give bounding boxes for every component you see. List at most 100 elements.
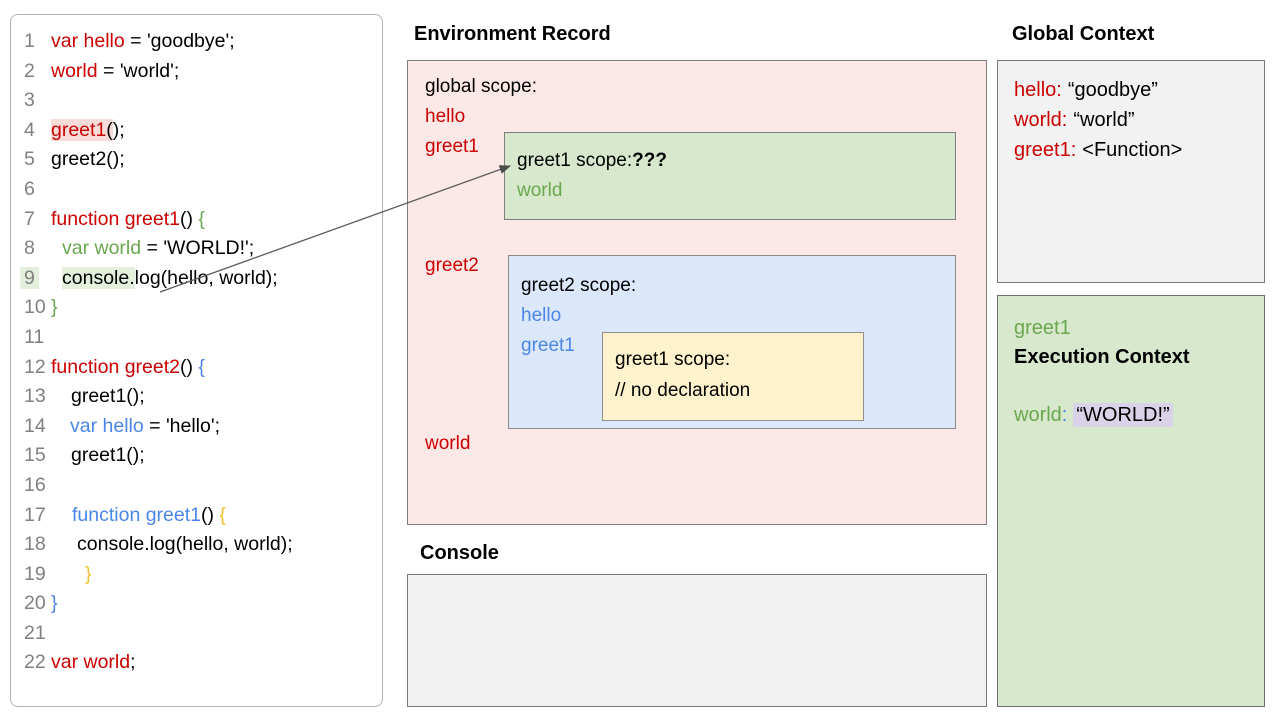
code-line: 21 <box>11 619 382 649</box>
execution-context-box: greet1 Execution Context world:“WORLD!” <box>997 295 1265 707</box>
global-scope-item-greet2: greet2 <box>425 255 479 276</box>
code-text: var world = 'WORLD!'; <box>51 234 254 264</box>
code-text: greet1(); <box>51 116 125 146</box>
code-token: var hello <box>51 30 125 52</box>
code-text: function greet1() { <box>51 501 226 531</box>
greet1-scope-question-marks: ??? <box>632 150 667 171</box>
global-scope-item-world: world <box>425 433 471 454</box>
code-token: function greet2 <box>51 355 181 378</box>
entry-value: “WORLD!” <box>1073 403 1173 427</box>
execution-context-function-name: greet1 <box>1014 317 1071 339</box>
line-number: 17 <box>24 503 46 526</box>
code-text: var hello = 'hello'; <box>51 412 220 442</box>
code-line: 5 greet2(); <box>11 145 382 175</box>
console-title: Console <box>420 542 499 564</box>
line-number: 9 <box>11 264 51 294</box>
code-token: ( <box>106 118 113 141</box>
inner-greet1-scope-label: greet1 scope: <box>615 349 731 370</box>
code-line: 4 greet1(); <box>11 116 382 146</box>
code-line: 16 <box>11 471 382 501</box>
code-text: greet1(); <box>51 382 145 412</box>
entry-colon: : <box>1061 404 1068 426</box>
greet1-scope-label: greet1 scope:??? <box>517 149 667 173</box>
code-token: log(hello, world); <box>134 266 278 289</box>
line-number: 14 <box>24 414 46 437</box>
code-token: ); <box>112 118 125 141</box>
greet2-scope-item-hello: hello <box>521 305 562 326</box>
inner-greet1-scope-comment: // no declaration <box>615 380 751 401</box>
code-line: 11 <box>11 323 382 353</box>
code-token: greet1(); <box>71 444 145 467</box>
code-line: 15 greet1(); <box>11 441 382 471</box>
entry-key: greet1: <box>1014 139 1077 161</box>
line-number: 15 <box>24 444 46 467</box>
line-number: 22 <box>24 651 46 674</box>
code-token: function greet1 <box>51 207 181 230</box>
line-number: 5 <box>24 148 35 171</box>
environment-record-title: Environment Record <box>414 23 611 45</box>
code-text: var hello = 'goodbye'; <box>51 27 235 57</box>
code-token: { <box>198 355 205 378</box>
line-number: 4 <box>24 118 35 141</box>
code-token: greet2(); <box>51 148 125 171</box>
code-token: } <box>51 592 58 615</box>
global-scope-item-hello: hello <box>425 106 466 127</box>
code-token: } <box>51 296 58 319</box>
global-scope-label: global scope: <box>425 76 537 97</box>
line-number: 3 <box>24 89 35 112</box>
greet2-scope-item-greet1: greet1 <box>521 335 575 356</box>
greet2-scope-box: greet2 scope: hello greet1 greet1 scope:… <box>508 255 956 429</box>
greet1-scope-item-world: world <box>517 180 563 201</box>
execution-context-entry-world: world:“WORLD!” <box>1014 401 1264 430</box>
code-token: var world <box>51 651 131 674</box>
entry-value: <Function> <box>1082 139 1183 161</box>
global-context-box: hello:“goodbye” world:“world” greet1:<Fu… <box>997 60 1265 283</box>
code-line: 20} <box>11 589 382 619</box>
global-scope-box: global scope: hello greet1 greet2 world … <box>407 60 987 525</box>
code-line: 10} <box>11 293 382 323</box>
code-text: var world; <box>51 648 136 678</box>
line-number: 7 <box>24 207 35 230</box>
code-line: 19} <box>11 560 382 590</box>
code-line: 3 <box>11 86 382 116</box>
global-scope-item-greet1: greet1 <box>425 136 479 157</box>
code-token: () <box>201 503 220 526</box>
line-number: 18 <box>24 533 46 556</box>
code-text: } <box>51 589 58 619</box>
code-token: var world <box>62 237 142 260</box>
inner-greet1-scope-box: greet1 scope: // no declaration <box>602 332 864 421</box>
code-token: function greet1 <box>72 503 202 526</box>
line-number: 19 <box>24 562 46 585</box>
line-number: 2 <box>24 59 35 82</box>
code-text: greet1(); <box>51 441 145 471</box>
code-text: console.log(hello, world); <box>51 264 278 294</box>
line-number: 16 <box>24 473 46 496</box>
code-text: } <box>51 293 58 323</box>
code-token: world <box>51 59 98 82</box>
line-number: 13 <box>24 385 46 408</box>
code-line: 2 world = 'world'; <box>11 57 382 87</box>
greet2-scope-label: greet2 scope: <box>521 275 637 296</box>
code-token: = 'goodbye'; <box>124 30 235 52</box>
code-token: ; <box>130 651 136 674</box>
line-number: 6 <box>24 177 35 200</box>
code-token: console. <box>62 266 135 289</box>
code-text: greet2(); <box>51 145 125 175</box>
code-token: { <box>219 503 226 526</box>
greet1-scope-box: greet1 scope:??? world <box>504 132 956 220</box>
global-context-entry-greet1: greet1:<Function> <box>1014 135 1264 165</box>
line-number: 20 <box>24 592 46 615</box>
code-token: = 'world'; <box>97 59 180 82</box>
global-context-entry-hello: hello:“goodbye” <box>1014 75 1264 105</box>
